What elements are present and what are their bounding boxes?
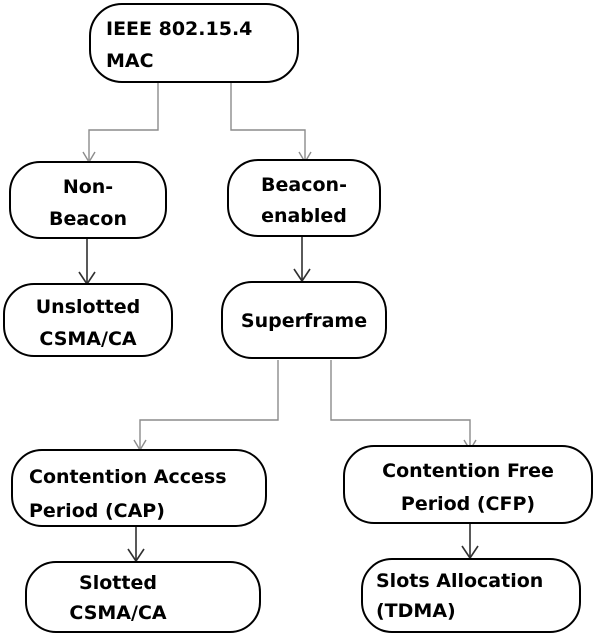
- node-unslotted-csma-ca: Unslotted CSMA/CA: [3, 283, 173, 357]
- node-label-line: Slots Allocation: [376, 570, 543, 592]
- connector-superframe-to-cap: [133, 360, 279, 452]
- connector-superframe-to-cfp: [330, 360, 477, 452]
- node-label-line: Non-: [63, 176, 113, 198]
- node-superframe: Superframe: [221, 281, 387, 359]
- node-label-line: Beacon-: [261, 174, 347, 196]
- arrow-beacon-enabled-to-superframe: [293, 236, 311, 283]
- node-ieee-802-15-4-mac: IEEE 802.15.4 MAC: [89, 3, 299, 83]
- node-non-beacon: Non- Beacon: [9, 161, 167, 239]
- node-label-line: MAC: [106, 50, 154, 72]
- node-contention-access-period: Contention Access Period (CAP): [11, 449, 267, 527]
- node-label-line: enabled: [261, 205, 347, 227]
- node-label-line: Contention Free: [382, 460, 554, 482]
- node-label-line: CSMA/CA: [69, 602, 166, 624]
- node-slotted-csma-ca: Slotted CSMA/CA: [25, 561, 261, 633]
- arrow-cfp-to-slots-allocation: [461, 523, 479, 560]
- node-label-line: IEEE 802.15.4: [106, 18, 252, 40]
- connector-mac-to-beacon-enabled: [230, 82, 312, 164]
- node-label-line: Slotted: [79, 572, 157, 594]
- connector-mac-to-non-beacon: [82, 82, 159, 164]
- node-contention-free-period: Contention Free Period (CFP): [343, 445, 593, 524]
- node-label-line: Period (CAP): [29, 500, 165, 522]
- arrow-cap-to-slotted: [127, 526, 145, 563]
- node-label-line: Period (CFP): [401, 493, 535, 515]
- node-label-line: Superframe: [241, 310, 367, 332]
- node-label-line: Unslotted: [36, 296, 140, 318]
- node-label-line: Contention Access: [29, 466, 227, 488]
- node-label-line: (TDMA): [376, 600, 456, 622]
- arrow-non-beacon-to-unslotted: [78, 238, 96, 286]
- node-beacon-enabled: Beacon- enabled: [227, 159, 381, 237]
- node-label-line: CSMA/CA: [39, 328, 136, 350]
- node-slots-allocation-tdma: Slots Allocation (TDMA): [361, 558, 581, 633]
- node-label-line: Beacon: [49, 208, 127, 230]
